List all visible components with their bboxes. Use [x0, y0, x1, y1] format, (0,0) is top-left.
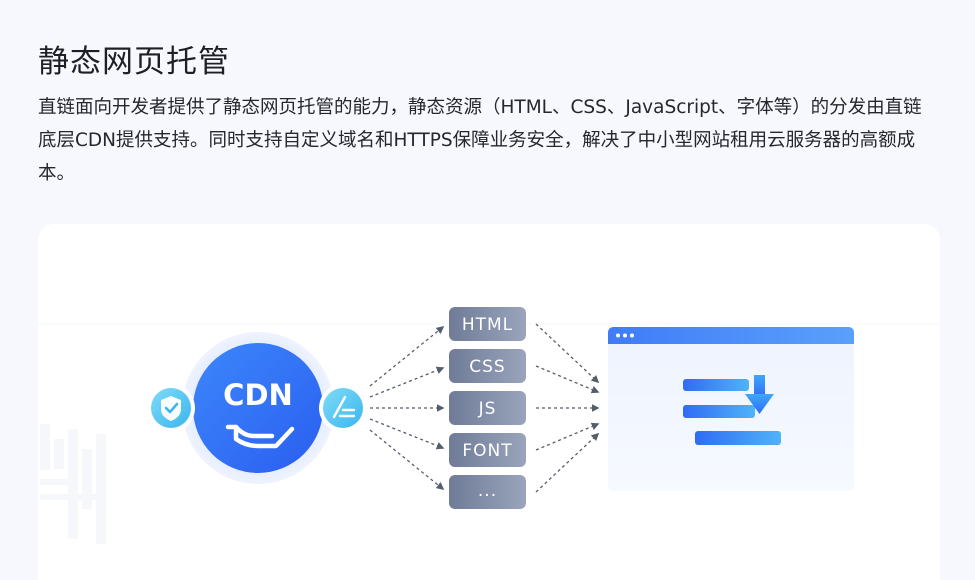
page-title: 静态网页托管 — [38, 44, 230, 80]
cdn-circle — [193, 343, 323, 473]
window-dot-icon — [616, 333, 620, 338]
resource-label-js: JS — [478, 399, 497, 419]
resource-label-html: HTML — [462, 315, 513, 335]
arrows-to-window — [535, 323, 600, 493]
resource-label-css: CSS — [469, 357, 505, 377]
edit-document-icon — [332, 395, 356, 419]
diagram-svg: CDN — [38, 307, 940, 544]
resource-pill-html — [449, 307, 526, 341]
window-titlebar — [608, 327, 854, 344]
page-description: 直链面向开发者提供了静态网页托管的能力，静态资源（HTML、CSS、JavaSc… — [38, 97, 922, 184]
window-dot-icon — [623, 333, 627, 338]
resource-label-font: FONT — [462, 441, 512, 461]
resource-pill-font — [449, 433, 526, 467]
resource-label-more: ... — [478, 481, 497, 501]
cdn-label: CDN — [223, 378, 293, 412]
resource-pill-more — [449, 475, 526, 509]
resource-pill-js — [449, 391, 526, 425]
arrows-to-resources — [369, 326, 445, 490]
download-list-icon — [683, 375, 781, 445]
resource-list: HTML CSS JS FONT ... — [449, 307, 526, 509]
resource-pill-css — [449, 349, 526, 383]
hand-icon — [225, 424, 295, 449]
shield-check-icon — [161, 396, 181, 421]
window-dot-icon — [630, 333, 634, 338]
diagram-panel: CDN — [38, 224, 940, 580]
right-badge — [323, 388, 363, 428]
